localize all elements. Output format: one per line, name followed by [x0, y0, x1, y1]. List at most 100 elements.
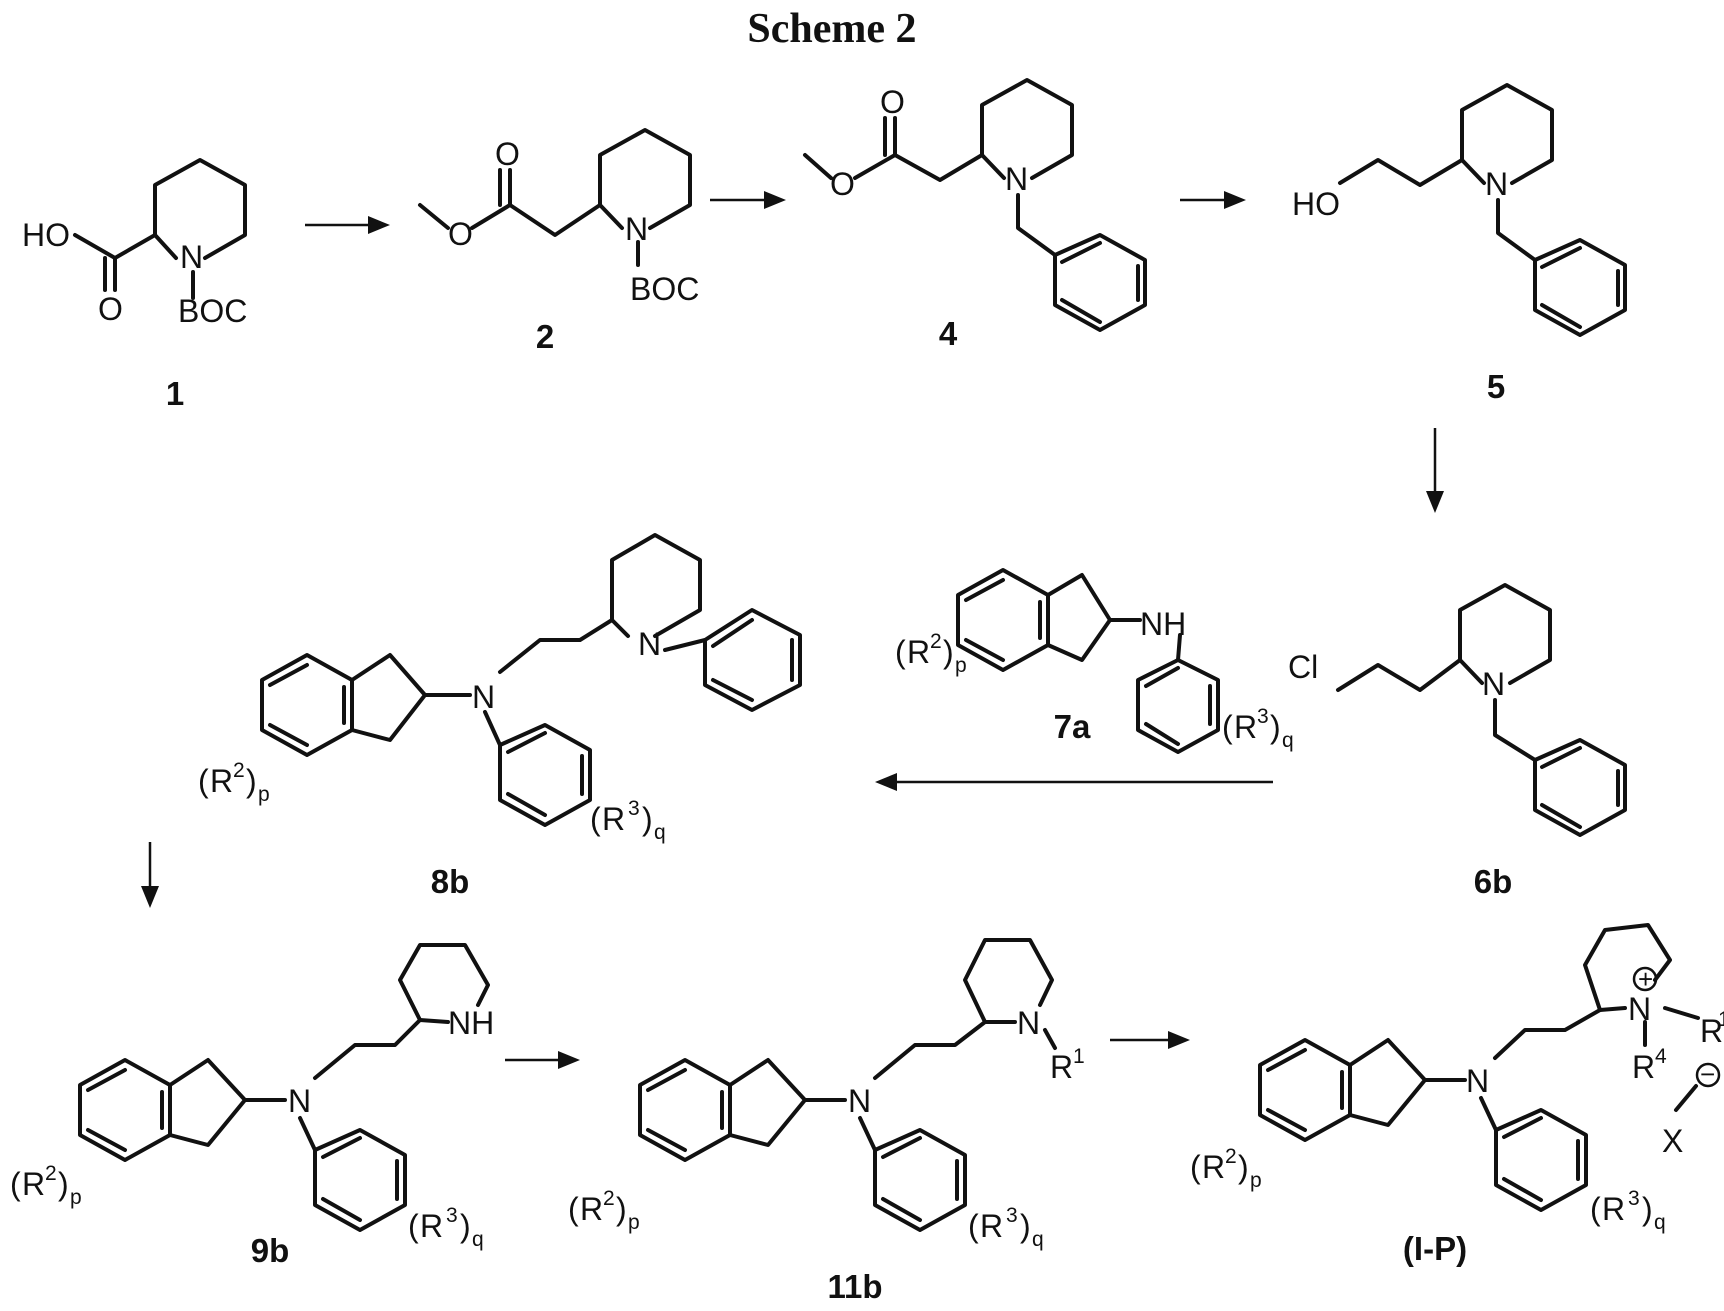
svg-text:O: O — [448, 216, 473, 252]
svg-text:4: 4 — [1655, 1045, 1667, 1068]
svg-text:2: 2 — [233, 759, 245, 782]
compound-9b-structure: N NH ( R 2 ) p ( R 3 ) q — [10, 945, 494, 1251]
svg-text:(: ( — [10, 1166, 21, 1202]
substituent-r2p: ( R 2 ) p — [1190, 1145, 1262, 1192]
svg-text:R: R — [1632, 1049, 1655, 1085]
svg-text:p: p — [628, 1211, 640, 1234]
substituent-r2p: ( R 2 ) p — [10, 1162, 82, 1209]
svg-text:3: 3 — [1257, 705, 1269, 728]
svg-text:): ) — [460, 1208, 471, 1244]
compound-2-structure: O O N BOC — [420, 130, 699, 307]
svg-text:N: N — [1466, 1063, 1489, 1099]
compound-8b-structure: N N ( R 2 ) p ( R 3 ) q — [198, 535, 800, 844]
svg-text:BOC: BOC — [178, 293, 247, 329]
svg-text:(: ( — [968, 1208, 979, 1244]
svg-text:R: R — [602, 801, 625, 837]
compound-5-structure: HO N — [1292, 85, 1625, 335]
substituent-r3q: ( R 3 ) q — [968, 1204, 1044, 1251]
svg-text:): ) — [58, 1166, 69, 1202]
compound-label-9b: 9b — [251, 1232, 290, 1269]
svg-text:N: N — [288, 1083, 311, 1119]
svg-text:p: p — [1250, 1169, 1262, 1192]
svg-text:R: R — [1234, 709, 1257, 745]
svg-text:R: R — [210, 763, 233, 799]
svg-text:HO: HO — [1292, 186, 1340, 222]
svg-text:): ) — [1270, 709, 1281, 745]
svg-text:q: q — [654, 821, 666, 844]
svg-text:(: ( — [1590, 1191, 1601, 1227]
svg-text:HO: HO — [22, 217, 70, 253]
svg-text:(: ( — [590, 801, 601, 837]
svg-text:p: p — [955, 654, 967, 677]
reaction-arrow — [305, 216, 390, 234]
svg-text:N: N — [180, 239, 203, 275]
compound-label-7a: 7a — [1054, 708, 1091, 745]
svg-text:N: N — [1017, 1005, 1040, 1041]
compound-1-structure: HO O N BOC — [22, 160, 247, 329]
svg-text:q: q — [1654, 1211, 1666, 1234]
svg-text:): ) — [943, 634, 954, 670]
svg-text:Cl: Cl — [1288, 649, 1318, 685]
svg-text:X: X — [1662, 1123, 1683, 1159]
svg-text:N: N — [1482, 666, 1505, 702]
svg-text:N: N — [1628, 991, 1651, 1027]
svg-text:): ) — [642, 801, 653, 837]
svg-text:q: q — [472, 1228, 484, 1251]
svg-text:q: q — [1282, 729, 1294, 752]
svg-text:p: p — [70, 1186, 82, 1209]
svg-text:R: R — [1602, 1191, 1625, 1227]
svg-text:): ) — [616, 1191, 627, 1227]
svg-text:3: 3 — [628, 797, 640, 820]
compound-4-structure: O O N — [805, 80, 1145, 330]
svg-text:N: N — [472, 679, 495, 715]
svg-text:3: 3 — [1628, 1187, 1640, 1210]
compound-label-4: 4 — [939, 315, 958, 352]
compound-11b-structure: N N R 1 ( R 2 ) p ( R 3 ) q — [568, 940, 1085, 1251]
compound-label-2: 2 — [536, 318, 554, 355]
svg-text:2: 2 — [45, 1162, 57, 1185]
svg-text:): ) — [246, 763, 257, 799]
svg-text:3: 3 — [1006, 1204, 1018, 1227]
svg-text:N: N — [1485, 166, 1508, 202]
substituent-r3q: ( R 3 ) q — [408, 1204, 484, 1251]
svg-text:R: R — [907, 634, 930, 670]
svg-text:2: 2 — [603, 1187, 615, 1210]
substituent-r2p: ( R 2 ) p — [198, 759, 270, 806]
svg-text:−: − — [1700, 1059, 1715, 1089]
compound-6b-structure: Cl N — [1288, 585, 1625, 835]
svg-text:(: ( — [568, 1191, 579, 1227]
reaction-arrow — [505, 1051, 580, 1069]
svg-text:q: q — [1032, 1228, 1044, 1251]
reaction-arrow — [1180, 191, 1246, 209]
svg-text:R: R — [980, 1208, 1003, 1244]
reaction-arrow — [141, 842, 159, 908]
svg-text:O: O — [98, 291, 123, 327]
svg-text:O: O — [880, 84, 905, 120]
svg-text:O: O — [830, 166, 855, 202]
svg-text:N: N — [625, 211, 648, 247]
svg-text:(: ( — [408, 1208, 419, 1244]
svg-text:N: N — [638, 626, 661, 662]
reaction-arrow — [1110, 1031, 1190, 1049]
svg-text:R: R — [1202, 1149, 1225, 1185]
compound-label-6b: 6b — [1474, 863, 1513, 900]
svg-text:R: R — [580, 1191, 603, 1227]
svg-text:R: R — [420, 1208, 443, 1244]
compound-label-5: 5 — [1487, 368, 1505, 405]
reaction-arrow — [710, 191, 786, 209]
svg-text:2: 2 — [930, 630, 942, 653]
substituent-r2p: ( R 2 ) p — [568, 1187, 640, 1234]
svg-text:1: 1 — [1718, 1008, 1724, 1031]
compound-I-P-structure: N N + R 1 R 4 X − ( R 2 ) p ( R 3 ) q — [1190, 925, 1724, 1234]
svg-text:N: N — [1005, 161, 1028, 197]
compound-7a-structure: NH ( R 2 ) p ( R 3 ) q — [895, 570, 1294, 752]
compound-label-11b: 11b — [827, 1268, 882, 1305]
substituent-r3q: ( R 3 ) q — [1222, 705, 1294, 752]
compound-label-1: 1 — [166, 375, 184, 412]
reaction-arrow — [1426, 428, 1444, 513]
reaction-arrow — [875, 773, 1273, 791]
svg-text:NH: NH — [448, 1005, 494, 1041]
svg-text:BOC: BOC — [630, 271, 699, 307]
substituent-r3q: ( R 3 ) q — [590, 797, 666, 844]
svg-text:): ) — [1020, 1208, 1031, 1244]
